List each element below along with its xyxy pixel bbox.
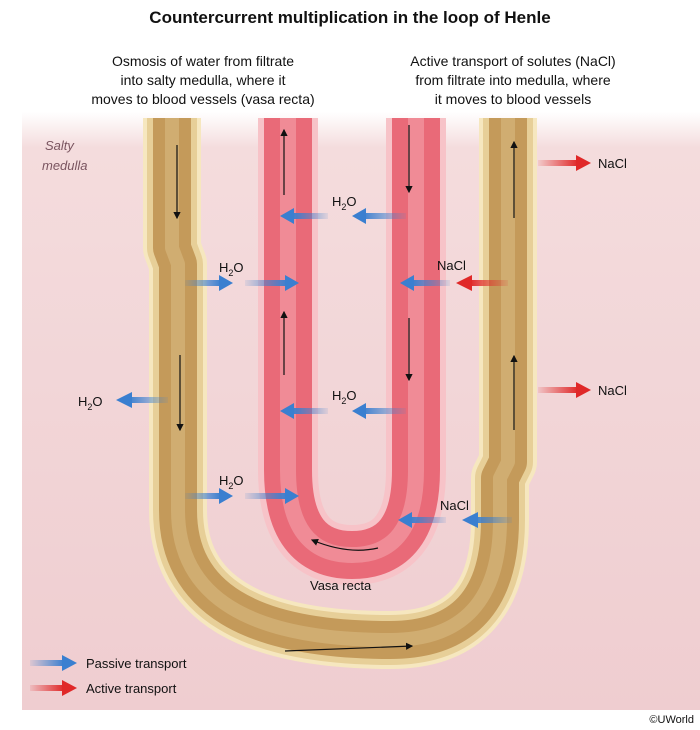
passive-arrow-water-lower-1 — [185, 488, 233, 504]
legend-active-arrow — [30, 680, 77, 696]
passive-arrow-water-upper-2 — [245, 275, 299, 291]
caption-osmosis-line-1: Osmosis of water from filtrate — [111, 53, 295, 69]
active-arrow-salt-into-medulla-upper — [456, 275, 508, 291]
region-label-medulla: medulla — [42, 158, 88, 173]
caption-active-transport: Active transport of solutes (NaCl) from … — [368, 52, 658, 109]
passive-arrow-water-lower-2 — [245, 488, 299, 504]
passive-arrow-salt-into-vessel-lower-2 — [398, 512, 446, 528]
loop-of-henle-tubule — [143, 118, 537, 669]
caption-active-line-2: from filtrate into medulla, where — [415, 72, 611, 88]
region-label-salty: Salty — [45, 138, 75, 153]
passive-arrow-vessel-water-lower-2 — [280, 403, 328, 419]
water-label-vessel-upper: H2O — [332, 194, 357, 212]
water-label-tubule-upper: H2O — [219, 260, 244, 278]
legend: Passive transport Active transport — [30, 655, 187, 696]
passive-arrow-water-out — [116, 392, 168, 408]
salt-label-vessel-lower: NaCl — [440, 498, 469, 513]
caption-osmosis-line-2: into salty medulla, where it — [120, 72, 286, 88]
diagram-title: Countercurrent multiplication in the loo… — [149, 8, 551, 27]
transport-arrows — [116, 155, 591, 528]
salt-label-lower-out: NaCl — [598, 383, 627, 398]
vessel-arrow-bottom — [310, 538, 379, 551]
legend-passive-arrow — [30, 655, 77, 671]
vasa-recta-vessel — [258, 118, 446, 586]
active-arrow-salt-out-lower — [538, 382, 591, 398]
active-arrow-salt-out-upper — [538, 155, 591, 171]
vasa-recta-label: Vasa recta — [310, 578, 372, 593]
water-label-tubule-lower: H2O — [219, 473, 244, 491]
salt-label-vessel-upper: NaCl — [437, 258, 466, 273]
salt-label-upper-out: NaCl — [598, 156, 627, 171]
caption-active-line-1: Active transport of solutes (NaCl) — [410, 53, 616, 69]
flow-arrow-bottom — [284, 642, 414, 652]
passive-arrow-vessel-water-upper-1 — [352, 208, 406, 224]
passive-arrow-salt-into-vessel-lower-1 — [462, 512, 512, 528]
passive-arrow-vessel-water-lower-1 — [352, 403, 406, 419]
legend-passive-label: Passive transport — [86, 656, 187, 671]
passive-arrow-vessel-water-upper-2 — [280, 208, 328, 224]
caption-active-line-3: it moves to blood vessels — [434, 91, 592, 107]
passive-arrow-water-upper-1 — [185, 275, 233, 291]
caption-osmosis-line-3: moves to blood vessels (vasa recta) — [91, 91, 315, 107]
caption-osmosis: Osmosis of water from filtrate into salt… — [58, 52, 348, 109]
flow-arrows — [173, 125, 518, 652]
copyright: ©UWorld — [649, 714, 694, 726]
legend-active-label: Active transport — [86, 681, 177, 696]
passive-arrow-salt-into-vessel-upper — [400, 275, 450, 291]
water-label-vessel-lower: H2O — [332, 388, 357, 406]
water-label-out: H2O — [78, 394, 103, 412]
